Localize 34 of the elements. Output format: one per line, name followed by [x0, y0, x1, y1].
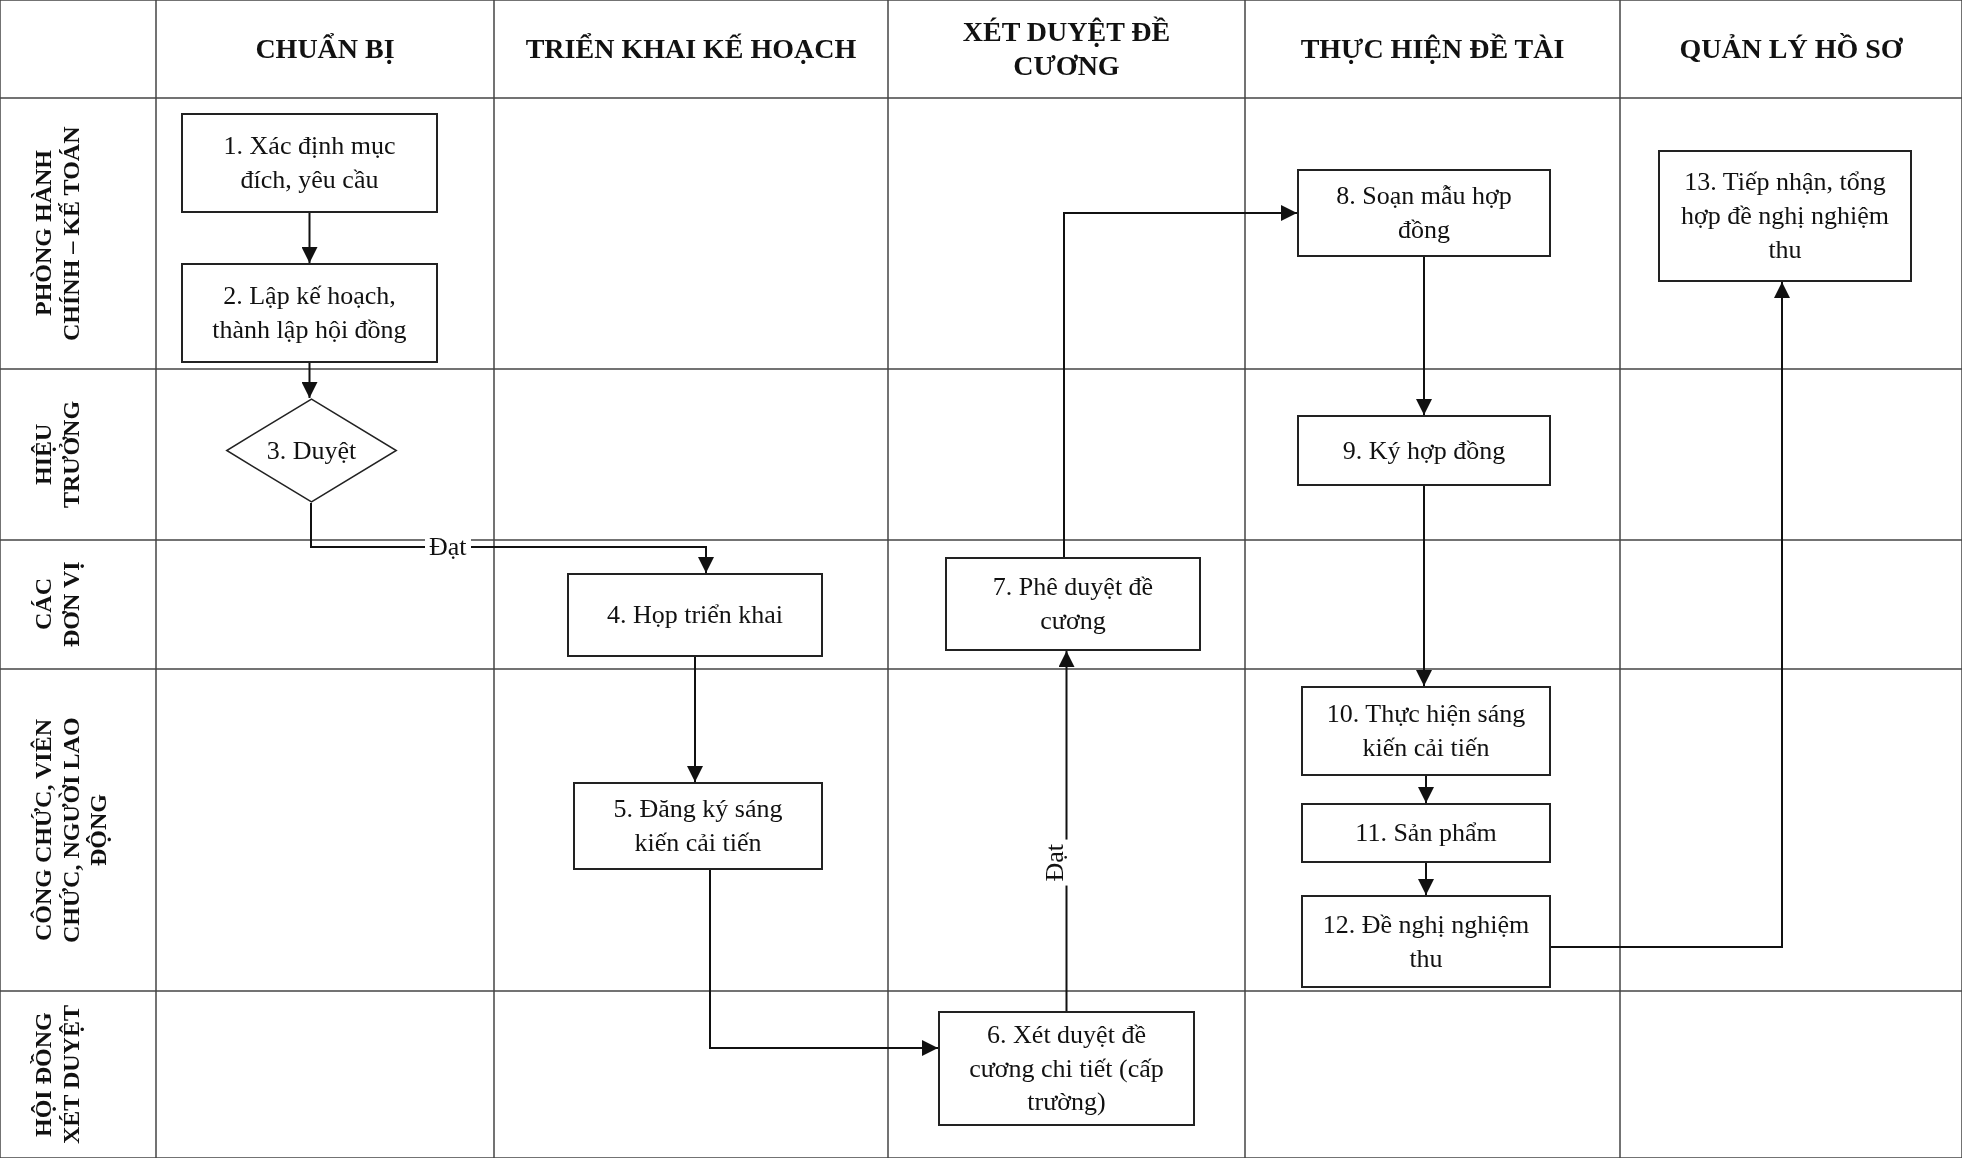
process-box: 8. Soạn mẫu hợp đồng — [1297, 169, 1551, 257]
process-box: 11. Sản phẩm — [1301, 803, 1551, 863]
arrow — [1416, 256, 1432, 416]
process-box: 13. Tiếp nhận, tổng hợp đề nghị nghiệm thu — [1658, 150, 1912, 282]
process-box: 1. Xác định mục đích, yêu cầu — [181, 113, 438, 213]
row-header: HIỆU TRƯỞNG — [30, 399, 85, 511]
arrow — [1550, 281, 1790, 948]
process-box: 9. Ký hợp đồng — [1297, 415, 1551, 486]
column-header: TRIỂN KHAI KẾ HOẠCH — [524, 32, 858, 66]
arrow — [301, 362, 318, 399]
process-box: 4. Họp triển khai — [567, 573, 823, 657]
row-header: HỘI ĐỒNG XÉT DUYỆT — [30, 1004, 85, 1146]
row-header: PHÒNG HÀNH CHÍNH – KẾ TOÁN — [30, 125, 85, 343]
arrow — [1063, 205, 1298, 558]
process-box: 6. Xét duyệt đề cương chi tiết (cấp trường) — [938, 1011, 1195, 1126]
row-header: CÔNG CHỨC, VIÊN CHỨC, NGƯỜI LAO ĐỘNG — [30, 716, 113, 945]
process-box: 12. Đề nghị nghiệm thu — [1301, 895, 1551, 988]
column-header: CHUẨN BỊ — [254, 32, 396, 66]
decision-diamond: 3. Duyệt — [225, 398, 398, 503]
arrow — [301, 212, 318, 264]
column-header: THỰC HIỆN ĐỀ TÀI — [1299, 32, 1566, 66]
column-header: XÉT DUYỆT ĐỀ CƯƠNG — [961, 15, 1172, 83]
arrow — [709, 869, 939, 1056]
column-header: QUẢN LÝ HỒ SƠ — [1678, 32, 1904, 66]
process-box: 5. Đăng ký sáng kiến cải tiến — [573, 782, 823, 870]
arrow — [1418, 775, 1434, 804]
process-box: 10. Thực hiện sáng kiến cải tiến — [1301, 686, 1551, 776]
row-header: CÁC ĐƠN VỊ — [30, 560, 85, 650]
arrow — [310, 502, 714, 574]
arrow — [1418, 862, 1434, 896]
process-box: 7. Phê duyệt đề cương — [945, 557, 1201, 651]
process-box: 2. Lập kế hoạch, thành lập hội đồng — [181, 263, 438, 363]
arrow — [1416, 485, 1432, 687]
arrow — [687, 656, 703, 783]
